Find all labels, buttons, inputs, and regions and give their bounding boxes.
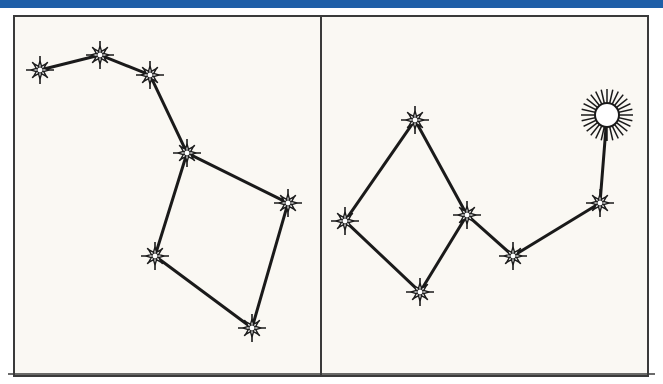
top-frame-bar <box>0 0 663 8</box>
